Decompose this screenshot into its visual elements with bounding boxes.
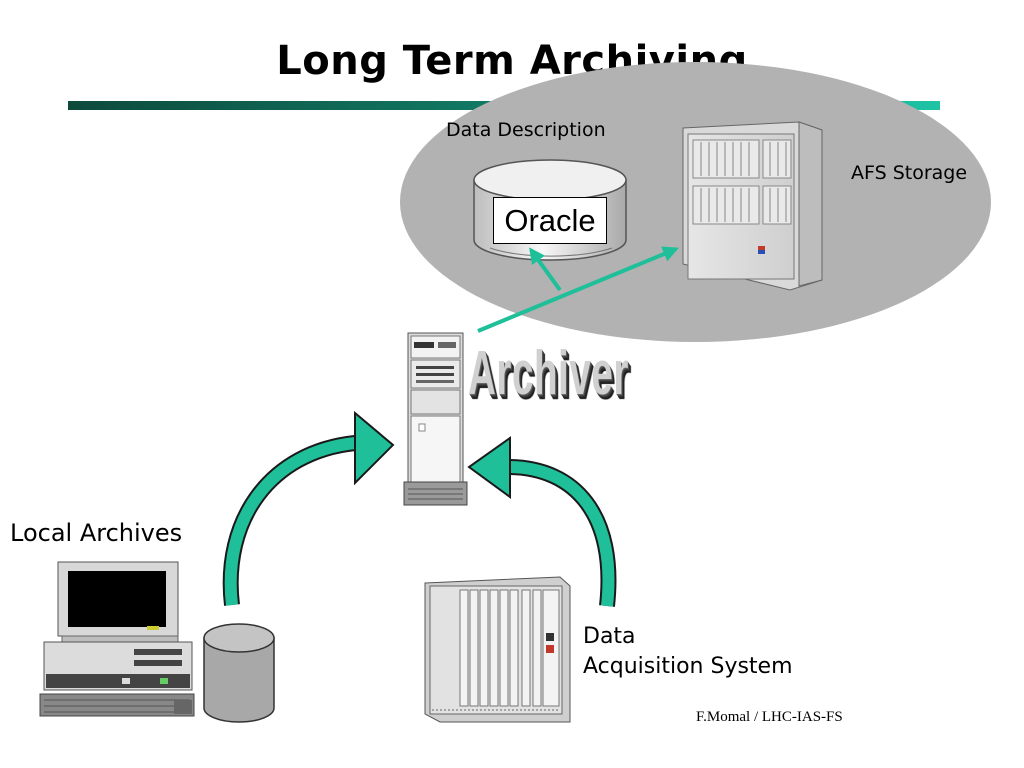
author-credit: F.Momal / LHC-IAS-FS	[696, 709, 843, 725]
arrow-daq-to-archiver	[467, 436, 617, 607]
archiver-server-tower-icon	[403, 332, 468, 506]
arrow-to-oracle	[529, 247, 562, 292]
arrow-local-to-archiver	[222, 410, 395, 606]
connector-arrows	[222, 246, 679, 607]
archiver-label: Archiver	[468, 339, 629, 408]
afs-storage-label: AFS Storage	[851, 162, 968, 184]
daq-label-line1: Data	[583, 624, 636, 649]
local-archives-label: Local Archives	[10, 519, 183, 547]
afs-storage-cabinet-icon	[682, 121, 823, 291]
oracle-label: Oracle	[493, 197, 607, 244]
daq-crate-icon	[424, 576, 571, 723]
workstation-computer-icon	[39, 561, 195, 717]
local-disk-cylinder-icon	[203, 623, 275, 723]
data-description-label: Data Description	[446, 119, 606, 141]
arrow-archiver-to-afs	[477, 246, 679, 333]
daq-label-line2: Acquisition System	[583, 654, 793, 679]
